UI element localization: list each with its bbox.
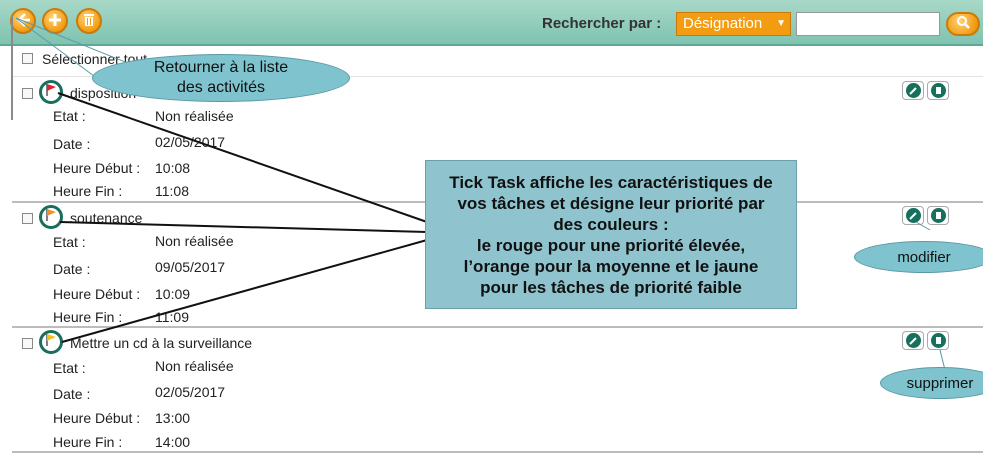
heure-fin-label: Heure Fin :: [53, 309, 123, 325]
date-value: 09/05/2017: [155, 259, 226, 275]
flag-icon: [44, 208, 58, 227]
trash-icon: [930, 333, 946, 348]
date-label: Date :: [53, 261, 91, 277]
etat-value: Non réalisée: [155, 108, 234, 124]
etat-label: Etat :: [53, 234, 86, 250]
caret-down-icon: ▼: [776, 18, 786, 29]
search-icon: [956, 15, 970, 34]
back-callout: Retourner à la liste des activités: [92, 54, 350, 102]
heure-debut-label: Heure Début :: [53, 410, 141, 426]
divider: [12, 76, 983, 77]
select-all-checkbox[interactable]: [22, 53, 33, 64]
etat-label: Etat :: [53, 360, 86, 376]
date-value: 02/05/2017: [155, 384, 226, 400]
heure-debut-value: 10:08: [155, 160, 191, 176]
heure-debut-label: Heure Début :: [53, 286, 141, 302]
toolbar: Rechercher par : Désignation ▼: [0, 0, 983, 46]
flag-icon: [44, 83, 58, 102]
trash-icon: [930, 83, 946, 98]
etat-value: Non réalisée: [155, 358, 234, 374]
modify-callout: modifier: [854, 241, 983, 273]
plus-icon: [47, 12, 63, 31]
edit-button[interactable]: [902, 206, 924, 225]
heure-fin-label: Heure Fin :: [53, 434, 123, 450]
edit-button[interactable]: [902, 81, 924, 100]
delete-callout: supprimer: [880, 367, 983, 399]
delete-all-button[interactable]: [76, 8, 102, 34]
heure-fin-value: 11:08: [155, 183, 189, 199]
heure-debut-value: 10:09: [155, 286, 191, 302]
heure-fin-value: 14:00: [155, 434, 191, 450]
task-checkbox[interactable]: [22, 338, 33, 349]
task-title[interactable]: Mettre un cd à la surveillance: [70, 335, 253, 351]
edit-button[interactable]: [902, 331, 924, 350]
priority-flag-medium: [39, 205, 63, 229]
delete-button[interactable]: [927, 331, 949, 350]
search-field-value: Désignation: [683, 15, 763, 32]
date-label: Date :: [53, 136, 91, 152]
priority-info-callout: Tick Task affiche les caractéristiques d…: [425, 160, 797, 309]
flag-icon: [44, 333, 58, 352]
divider: [12, 326, 983, 328]
priority-flag-high: [39, 80, 63, 104]
task-checkbox[interactable]: [22, 88, 33, 99]
heure-debut-label: Heure Début :: [53, 160, 141, 176]
priority-flag-low: [39, 330, 63, 354]
divider: [12, 451, 983, 453]
heure-fin-label: Heure Fin :: [53, 183, 123, 199]
delete-button[interactable]: [927, 206, 949, 225]
pencil-icon: [905, 333, 921, 348]
add-button[interactable]: [42, 8, 68, 34]
search-button[interactable]: [946, 12, 980, 36]
search-input[interactable]: [796, 12, 940, 36]
delete-button[interactable]: [927, 81, 949, 100]
pencil-icon: [905, 208, 921, 223]
task-checkbox[interactable]: [22, 213, 33, 224]
search-label: Rechercher par :: [542, 15, 662, 32]
etat-label: Etat :: [53, 108, 86, 124]
etat-value: Non réalisée: [155, 233, 234, 249]
search-field-select[interactable]: Désignation ▼: [676, 12, 791, 36]
heure-debut-value: 13:00: [155, 410, 191, 426]
pencil-icon: [905, 83, 921, 98]
date-label: Date :: [53, 386, 91, 402]
trash-icon: [930, 208, 946, 223]
trash-icon: [82, 12, 96, 30]
